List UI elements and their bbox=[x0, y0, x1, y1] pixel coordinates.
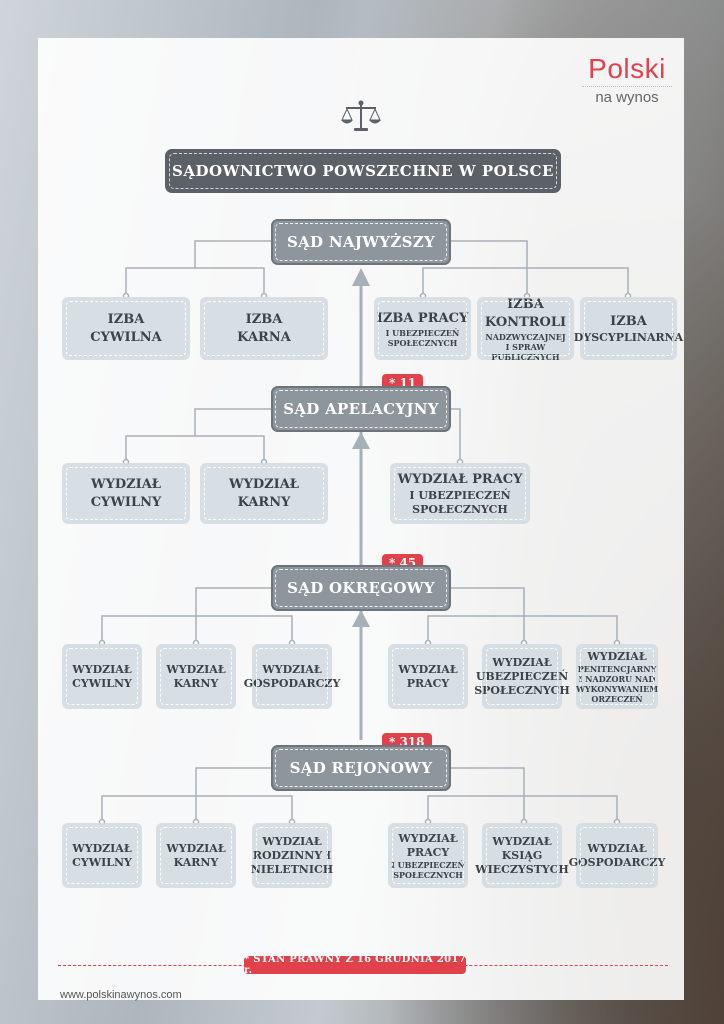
diagram-title: SĄDOWNICTWO POWSZECHNE W POLSCE bbox=[165, 149, 561, 193]
scales-of-justice-icon bbox=[341, 100, 381, 131]
district-division-criminal: WYDZIAŁ KARNY bbox=[156, 644, 236, 709]
court-district: SĄD OKRĘGOWY bbox=[271, 565, 451, 611]
district-division-labour: WYDZIAŁ PRACY bbox=[388, 644, 468, 709]
brand-tagline: na wynos bbox=[582, 86, 672, 106]
regional-division-labour: WYDZIAŁ PRACY I UBEZPIECZEŃ SPOŁECZNYCH bbox=[388, 823, 468, 888]
brand-name: Polski bbox=[588, 53, 666, 84]
chamber-labour: IZBA PRACY I UBEZPIECZEŃ SPOŁECZNYCH bbox=[374, 297, 471, 360]
chamber-disciplinary: IZBA DYSCYPLINARNA bbox=[574, 297, 683, 360]
chamber-civil: IZBA CYWILNA bbox=[62, 297, 190, 360]
appeal-division-labour: WYDZIAŁ PRACY I UBEZPIECZEŃ SPOŁECZNYCH bbox=[390, 463, 530, 524]
regional-division-family: WYDZIAŁ RODZINNY I NIELETNICH bbox=[251, 823, 333, 888]
court-appeal: SĄD APELACYJNY bbox=[271, 386, 451, 432]
appeal-division-civil: WYDZIAŁ CYWILNY bbox=[62, 463, 190, 524]
district-division-penitentiary: WYDZIAŁ PENITENCJARNY I NADZORU NAD WYKO… bbox=[576, 644, 658, 709]
chamber-extraordinary-control: IZBA KONTROLI NADZWYCZAJNEJ I SPRAW PUBL… bbox=[477, 297, 574, 362]
regional-division-land-registry: WYDZIAŁ KSIĄG WIECZYSTYCH bbox=[475, 823, 569, 888]
regional-division-commercial: WYDZIAŁ GOSPODARCZY bbox=[569, 823, 665, 888]
regional-division-civil: WYDZIAŁ CYWILNY bbox=[62, 823, 142, 888]
website-link[interactable]: www.polskinawynos.com bbox=[60, 989, 182, 1001]
regional-division-criminal: WYDZIAŁ KARNY bbox=[156, 823, 236, 888]
district-division-commercial: WYDZIAŁ GOSPODARCZY bbox=[244, 644, 340, 709]
court-regional: SĄD REJONOWY bbox=[271, 745, 451, 791]
court-supreme: SĄD NAJWYŻSZY bbox=[271, 219, 451, 265]
appeal-division-criminal: WYDZIAŁ KARNY bbox=[200, 463, 328, 524]
chamber-criminal: IZBA KARNA bbox=[200, 297, 328, 360]
district-division-civil: WYDZIAŁ CYWILNY bbox=[62, 644, 142, 709]
district-division-social-insurance: WYDZIAŁ UBEZPIECZEŃ SPOŁECZNYCH bbox=[474, 644, 570, 709]
brand-logo[interactable]: Polski na wynos bbox=[582, 54, 672, 106]
legal-status-footnote: * STAN PRAWNY Z 16 GRUDNIA 2017 r. bbox=[244, 954, 466, 976]
